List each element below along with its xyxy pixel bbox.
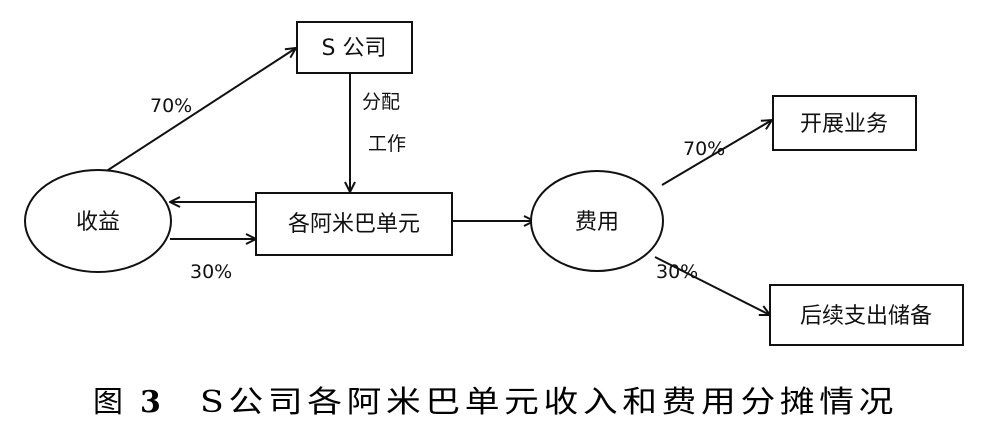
node-business-label: 开展业务 xyxy=(800,112,888,137)
node-reserve-box xyxy=(769,284,964,346)
node-s-company-label: S 公司 xyxy=(322,36,387,61)
figure-caption-number: 3 xyxy=(140,385,161,420)
edge-label-income-to-s-company: 70% xyxy=(150,95,192,117)
edge-label-assign-line1: 分配 xyxy=(362,91,400,113)
node-expense-ellipse xyxy=(530,170,664,272)
edge-label-expense-to-reserve: 30% xyxy=(656,261,698,283)
edge-label-income-to-units: 30% xyxy=(190,261,232,283)
figure-caption-label: 图 xyxy=(93,385,127,420)
arrow-expense-to-reserve xyxy=(654,256,770,315)
arrow-income-to-s-company xyxy=(104,48,296,173)
figure-caption-title: S公司各阿米巴单元收入和费用分摊情况 xyxy=(200,385,898,420)
node-amoeba-units-label: 各阿米巴单元 xyxy=(288,212,420,237)
node-s-company-box xyxy=(296,21,413,74)
node-expense-label: 费用 xyxy=(575,210,619,235)
node-income-label: 收益 xyxy=(76,210,120,235)
edge-label-expense-to-business: 70% xyxy=(683,138,725,160)
edge-label-assign-line2: 工作 xyxy=(368,133,406,155)
node-reserve-label: 后续支出储备 xyxy=(800,304,932,329)
node-income-ellipse xyxy=(24,169,172,273)
arrow-expense-to-business xyxy=(661,120,772,186)
node-amoeba-units-box xyxy=(255,192,453,256)
node-business-box xyxy=(772,95,917,151)
